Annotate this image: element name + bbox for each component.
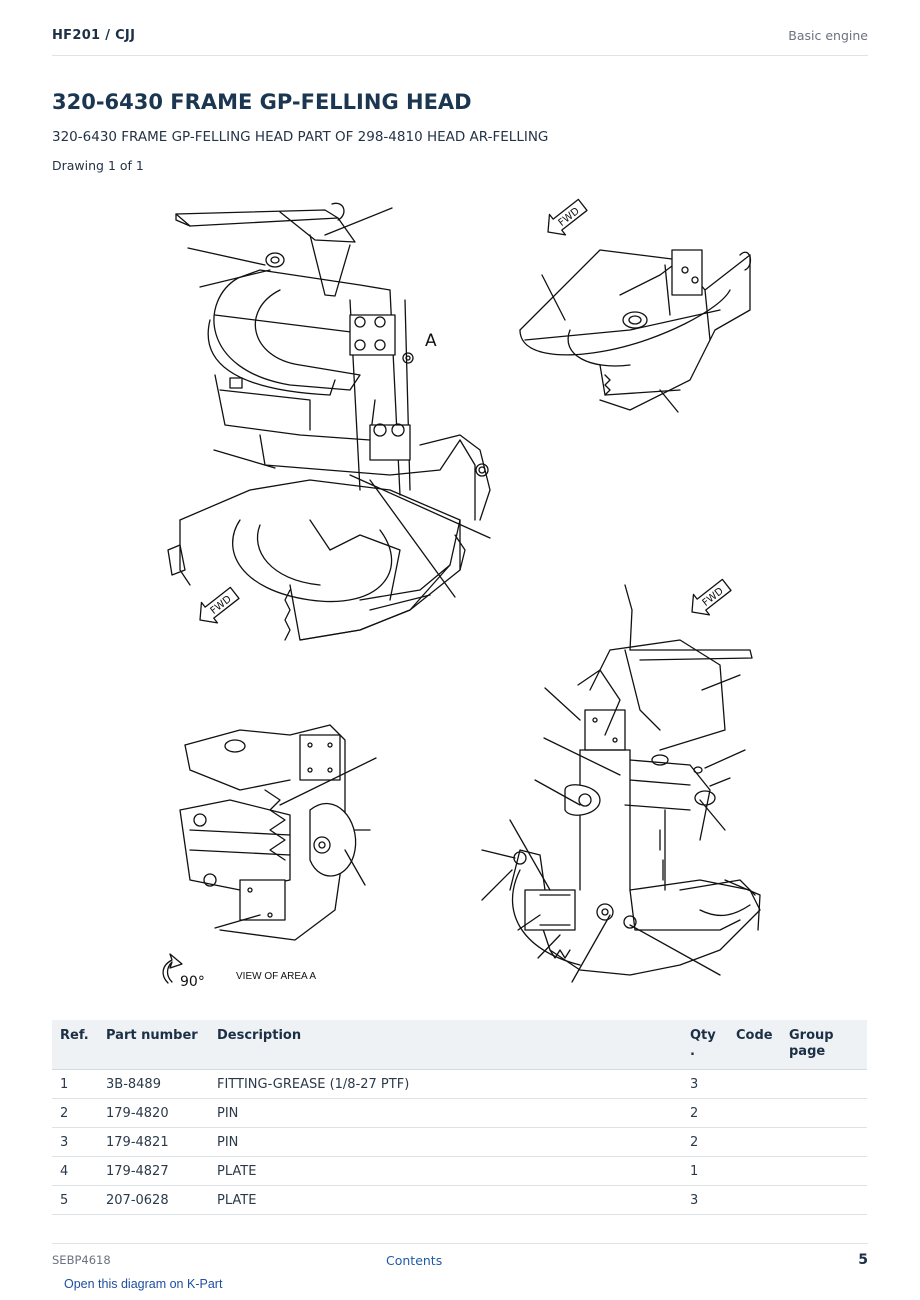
table-row: 2 179-4820 PIN 2 [52, 1098, 867, 1128]
cell-group-page [781, 1185, 867, 1215]
cell-qty: 3 [682, 1069, 728, 1099]
section-name: Basic engine [788, 28, 868, 43]
rotate-icon [162, 953, 183, 984]
table-row: 3 179-4821 PIN 2 [52, 1127, 867, 1157]
table-row: 4 179-4827 PLATE 1 [52, 1156, 867, 1186]
view-of-area-label: VIEW OF AREA A [236, 971, 316, 982]
contents-link[interactable]: Contents [386, 1253, 443, 1268]
table-header-row: Ref. Part number Description Qty . Code … [52, 1020, 867, 1070]
header-group-page: Group page [781, 1020, 867, 1070]
cell-group-page [781, 1127, 867, 1157]
open-in-kpart-link[interactable]: Open this diagram on K-Part [64, 1277, 223, 1291]
page-title: 320-6430 FRAME GP-FELLING HEAD [52, 90, 472, 114]
cell-code [728, 1156, 781, 1186]
table-row: 1 3B-8489 FITTING-GREASE (1/8-27 PTF) 3 [52, 1069, 867, 1099]
header-description: Description [209, 1020, 682, 1070]
cell-qty: 2 [682, 1127, 728, 1157]
cell-code [728, 1185, 781, 1215]
header-ref: Ref. [52, 1020, 98, 1070]
cell-qty: 1 [682, 1156, 728, 1186]
cell-ref: 1 [52, 1069, 98, 1099]
page-header: HF201 / CJJ Basic engine [52, 28, 868, 56]
cell-qty: 2 [682, 1098, 728, 1128]
drawing-info: Drawing 1 of 1 [52, 158, 144, 173]
cell-description: FITTING-GREASE (1/8-27 PTF) [209, 1069, 682, 1099]
cell-description: PIN [209, 1127, 682, 1157]
view-top-right: FWD [519, 198, 752, 413]
cell-description: PLATE [209, 1185, 682, 1215]
cell-ref: 5 [52, 1185, 98, 1215]
rotation-label: 90° [180, 974, 205, 990]
doc-code: HF201 / CJJ [52, 28, 136, 43]
cell-ref: 4 [52, 1156, 98, 1186]
cell-ref: 2 [52, 1098, 98, 1128]
header-qty: Qty . [682, 1020, 728, 1070]
view-bottom-right: FWD [481, 578, 761, 983]
cell-part-number: 179-4820 [98, 1098, 209, 1128]
cell-part-number: 179-4821 [98, 1127, 209, 1157]
parts-table: Ref. Part number Description Qty . Code … [52, 1020, 867, 1215]
table-row: 5 207-0628 PLATE 3 [52, 1185, 867, 1215]
cell-code [728, 1127, 781, 1157]
cell-group-page [781, 1069, 867, 1099]
view-area-a: 90° VIEW OF AREA A [162, 724, 377, 990]
page-number: 5 [858, 1252, 868, 1268]
cell-description: PIN [209, 1098, 682, 1128]
cell-ref: 3 [52, 1127, 98, 1157]
page-subtitle: 320-6430 FRAME GP-FELLING HEAD PART OF 2… [52, 129, 549, 145]
callout-a-label: A [425, 331, 437, 351]
cell-description: PLATE [209, 1156, 682, 1186]
parts-diagram: A FWD FWD [160, 190, 770, 995]
cell-part-number: 207-0628 [98, 1185, 209, 1215]
page-footer: SEBP4618 Contents 5 [52, 1243, 868, 1273]
cell-group-page [781, 1156, 867, 1186]
header-part-number: Part number [98, 1020, 209, 1070]
cell-part-number: 3B-8489 [98, 1069, 209, 1099]
cell-code [728, 1069, 781, 1099]
cell-part-number: 179-4827 [98, 1156, 209, 1186]
cell-code [728, 1098, 781, 1128]
view-main-frame: A FWD [167, 202, 491, 641]
cell-group-page [781, 1098, 867, 1128]
footer-doc-id: SEBP4618 [52, 1253, 111, 1267]
header-code: Code [728, 1020, 781, 1070]
cell-qty: 3 [682, 1185, 728, 1215]
